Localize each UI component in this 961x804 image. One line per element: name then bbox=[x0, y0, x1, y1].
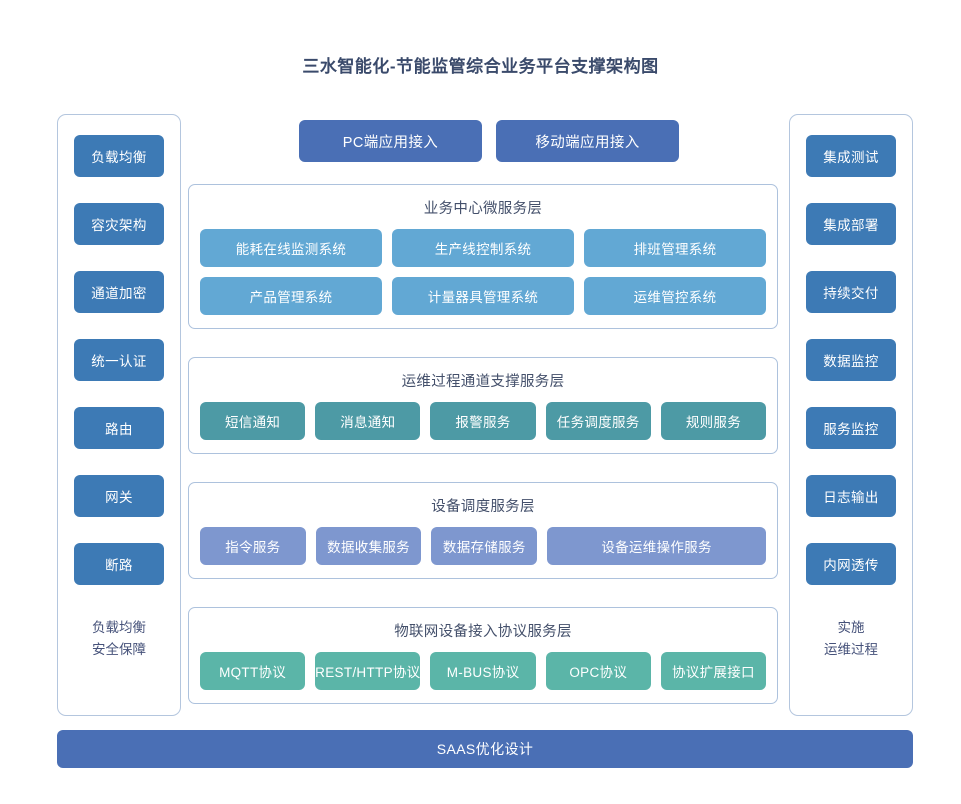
protocol-extension-interface[interactable]: 协议扩展接口 bbox=[660, 652, 766, 690]
sidebar-item-unified-auth[interactable]: 统一认证 bbox=[74, 339, 164, 381]
mobile-application-access-button[interactable]: 移动端应用接入 bbox=[496, 120, 679, 162]
iot-layer-title: 物联网设备接入协议服务层 bbox=[394, 624, 572, 640]
business-microservice-layer: 业务中心微服务层 能耗在线监测系统 生产线控制系统 排班管理系统 产品管理系统 … bbox=[188, 184, 778, 329]
business-layer-title: 业务中心微服务层 bbox=[423, 201, 543, 217]
sidebar-item-integration-test[interactable]: 集成测试 bbox=[806, 135, 896, 177]
service-data-collection[interactable]: 数据收集服务 bbox=[315, 527, 422, 565]
service-data-storage[interactable]: 数据存储服务 bbox=[431, 527, 538, 565]
device-layer-title: 设备调度服务层 bbox=[431, 499, 535, 515]
service-message-notification[interactable]: 消息通知 bbox=[315, 402, 421, 440]
service-rule-engine[interactable]: 规则服务 bbox=[660, 402, 767, 440]
sidebar-item-intranet-tunnel[interactable]: 内网透传 bbox=[806, 543, 896, 585]
service-task-scheduling[interactable]: 任务调度服务 bbox=[545, 402, 651, 440]
service-sms-notification[interactable]: 短信通知 bbox=[200, 402, 306, 440]
sidebar-item-continuous-delivery[interactable]: 持续交付 bbox=[806, 271, 896, 313]
pc-application-access-button[interactable]: PC端应用接入 bbox=[299, 120, 482, 162]
service-energy-monitoring[interactable]: 能耗在线监测系统 bbox=[200, 229, 382, 267]
left-column-footer-line2: 安全保障 bbox=[92, 642, 146, 658]
service-production-control[interactable]: 生产线控制系统 bbox=[392, 229, 574, 267]
business-layer-row-2: 产品管理系统 计量器具管理系统 运维管控系统 bbox=[200, 277, 766, 315]
ops-layer-row: 短信通知 消息通知 报警服务 任务调度服务 规则服务 bbox=[200, 402, 767, 440]
ops-layer-title: 运维过程通道支撑服务层 bbox=[401, 374, 565, 390]
saas-optimization-bar: SAAS优化设计 bbox=[57, 730, 913, 768]
sidebar-item-load-balance[interactable]: 负载均衡 bbox=[74, 135, 164, 177]
service-shift-management[interactable]: 排班管理系统 bbox=[584, 229, 766, 267]
sidebar-item-service-monitoring[interactable]: 服务监控 bbox=[806, 407, 896, 449]
right-column-footer-line2: 运维过程 bbox=[824, 642, 878, 658]
right-capability-column: 集成测试 集成部署 持续交付 数据监控 服务监控 日志输出 内网透传 实施 运维… bbox=[789, 114, 913, 716]
device-scheduling-layer: 设备调度服务层 指令服务 数据收集服务 数据存储服务 设备运维操作服务 bbox=[188, 482, 778, 579]
left-capability-column: 负载均衡 容灾架构 通道加密 统一认证 路由 网关 断路 负载均衡 安全保障 bbox=[57, 114, 181, 716]
application-access-row: PC端应用接入 移动端应用接入 bbox=[299, 120, 679, 162]
ops-channel-support-layer: 运维过程通道支撑服务层 短信通知 消息通知 报警服务 任务调度服务 规则服务 bbox=[188, 357, 778, 454]
right-column-footer: 实施 运维过程 bbox=[824, 617, 878, 662]
left-column-footer-line1: 负载均衡 bbox=[92, 620, 146, 635]
right-column-footer-line1: 实施 bbox=[837, 620, 865, 635]
sidebar-item-routing[interactable]: 路由 bbox=[74, 407, 164, 449]
sidebar-item-channel-encryption[interactable]: 通道加密 bbox=[74, 271, 164, 313]
sidebar-item-circuit-breaker[interactable]: 断路 bbox=[74, 543, 164, 585]
iot-layer-row: MQTT协议 REST/HTTP协议 M-BUS协议 OPC协议 协议扩展接口 bbox=[200, 652, 766, 690]
sidebar-item-log-output[interactable]: 日志输出 bbox=[806, 475, 896, 517]
business-layer-row-1: 能耗在线监测系统 生产线控制系统 排班管理系统 bbox=[200, 229, 766, 267]
sidebar-item-integration-deploy[interactable]: 集成部署 bbox=[806, 203, 896, 245]
protocol-opc[interactable]: OPC协议 bbox=[545, 652, 651, 690]
sidebar-item-gateway[interactable]: 网关 bbox=[74, 475, 164, 517]
left-column-footer: 负载均衡 安全保障 bbox=[92, 617, 146, 662]
protocol-rest-http[interactable]: REST/HTTP协议 bbox=[315, 652, 421, 690]
service-ops-control[interactable]: 运维管控系统 bbox=[584, 277, 766, 315]
service-device-ops-operation[interactable]: 设备运维操作服务 bbox=[547, 527, 766, 565]
page-title: 三水智能化-节能监管综合业务平台支撑架构图 bbox=[302, 57, 659, 76]
protocol-mbus[interactable]: M-BUS协议 bbox=[430, 652, 536, 690]
protocol-mqtt[interactable]: MQTT协议 bbox=[200, 652, 306, 690]
device-layer-row: 指令服务 数据收集服务 数据存储服务 设备运维操作服务 bbox=[200, 527, 766, 565]
service-alarm[interactable]: 报警服务 bbox=[430, 402, 536, 440]
service-product-management[interactable]: 产品管理系统 bbox=[200, 277, 382, 315]
sidebar-item-dr-architecture[interactable]: 容灾架构 bbox=[74, 203, 164, 245]
sidebar-item-data-monitoring[interactable]: 数据监控 bbox=[806, 339, 896, 381]
service-command[interactable]: 指令服务 bbox=[200, 527, 306, 565]
service-metering-device-management[interactable]: 计量器具管理系统 bbox=[392, 277, 574, 315]
iot-protocol-layer: 物联网设备接入协议服务层 MQTT协议 REST/HTTP协议 M-BUS协议 … bbox=[188, 607, 778, 704]
